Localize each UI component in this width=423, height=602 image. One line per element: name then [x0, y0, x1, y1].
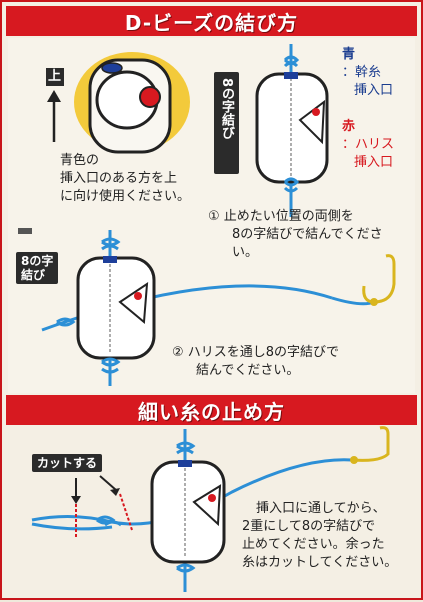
figure8-label-line-2: 結び: [21, 268, 46, 282]
step3-line-4: 糸はカットしてください。: [242, 555, 398, 570]
section2-banner: 細い糸の止め方: [6, 395, 417, 425]
legend-blue-key: 青: [342, 47, 356, 62]
note-line-2: 挿入口のある方を上: [60, 171, 178, 186]
legend-red-key: 赤: [342, 119, 356, 134]
note-line-3: に向け使用ください。: [60, 189, 191, 204]
marker-mark: [18, 228, 32, 234]
step1-line-2: 8の字結びで結んでくださ: [232, 227, 383, 242]
legend-blue-text2: 挿入口: [354, 83, 394, 98]
step3-line-2: 2重にして8の字結びで: [242, 519, 376, 534]
bead-large: [74, 52, 190, 154]
thin-line-bead: [31, 426, 390, 592]
figure8-label-line-1: 8の字: [21, 254, 54, 268]
figure8-knot-label-side: 8の字 結び: [16, 252, 59, 284]
note-line-1: 青色の: [60, 153, 100, 168]
step2-line-2: 結んでください。: [196, 363, 300, 378]
bead-with-hook: [41, 230, 396, 386]
top-label-box: [46, 68, 64, 86]
cut-label: カットする: [32, 454, 103, 472]
bead-with-knots-top: [255, 44, 329, 217]
up-arrow-icon: [47, 90, 61, 142]
step2-line-1: ② ハリスを通し8の字結びで: [172, 345, 340, 360]
legend-red-text2: 挿入口: [354, 155, 394, 170]
step1-line-3: い。: [232, 245, 259, 260]
step1-line-1: ① 止めたい位置の両側を: [208, 209, 354, 224]
legend-red-text1: ：ハリス: [342, 137, 395, 152]
step3-line-3: 止めてください。余った: [242, 537, 385, 552]
figure8-knot-label-vertical: 8の字結び: [214, 72, 239, 174]
section2-title: 細い糸の止め方: [138, 399, 285, 424]
step3-line-1: 挿入口に通してから、: [256, 501, 386, 516]
legend-blue-text1: ：幹糸: [342, 65, 382, 80]
title-text: D-ビーズの結び方: [124, 10, 299, 35]
top-label: 上: [48, 69, 62, 84]
title-banner: D-ビーズの結び方: [6, 6, 417, 36]
